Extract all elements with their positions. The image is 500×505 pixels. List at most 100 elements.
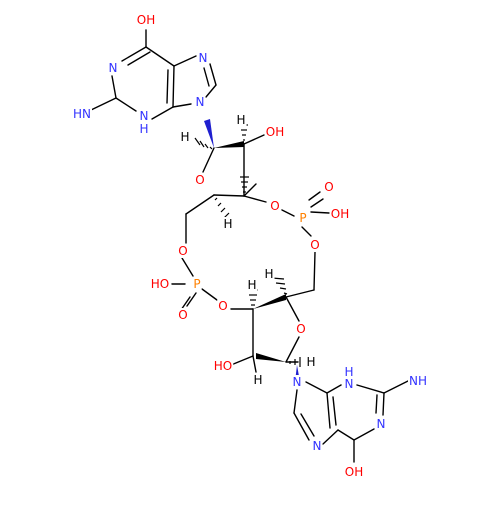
label-halo — [298, 211, 308, 225]
atom-label-layer: OH N N HN N H N H OH H O O O P OH H O O … — [72, 13, 428, 479]
bond — [310, 211, 330, 214]
bond — [383, 380, 409, 394]
atom-label: O — [178, 308, 187, 322]
label-halo — [269, 199, 281, 213]
atom-label: P — [193, 277, 200, 291]
bond — [213, 194, 245, 197]
atom-label: H — [247, 278, 256, 292]
label-halo — [264, 125, 286, 139]
bond — [308, 191, 321, 201]
wedge-bond — [253, 294, 286, 309]
bond — [310, 198, 324, 208]
label-halo — [212, 359, 234, 373]
bond — [337, 429, 355, 441]
hash-bond — [209, 146, 213, 150]
label-halo — [311, 439, 323, 453]
bond — [115, 97, 137, 112]
label-halo — [138, 109, 150, 123]
hash-bond — [283, 292, 288, 295]
bond — [145, 46, 175, 67]
bond — [90, 97, 117, 111]
label-halo — [375, 417, 387, 431]
atom-label: OH — [137, 13, 155, 27]
atom-label: O — [310, 238, 319, 252]
hash-bond — [194, 137, 201, 146]
label-halo — [263, 267, 275, 281]
wedge-bond — [256, 353, 286, 362]
label-halo — [329, 207, 351, 221]
bond — [121, 46, 147, 62]
atom-label: NH — [409, 374, 427, 388]
bond — [313, 251, 316, 291]
atom-label: P — [299, 211, 306, 225]
bond — [293, 389, 298, 414]
bond — [326, 384, 342, 394]
label-halo — [305, 355, 317, 369]
atom-label: HO — [151, 277, 169, 291]
bond — [382, 392, 385, 416]
atom-label: HN — [73, 107, 91, 121]
wedge-layer — [204, 119, 300, 382]
bond — [205, 84, 217, 98]
bond — [230, 355, 254, 366]
atom-label: O — [296, 322, 305, 336]
atom-label: H — [344, 365, 353, 379]
label-halo — [194, 95, 206, 109]
bond — [322, 429, 339, 445]
bond — [111, 75, 117, 99]
label-halo — [177, 308, 189, 322]
bond — [172, 65, 175, 108]
bond — [166, 69, 169, 104]
hash-bond — [217, 202, 222, 207]
label-halo — [291, 375, 303, 389]
bond — [243, 183, 257, 197]
label-halo — [343, 365, 355, 379]
atom-label: N — [377, 417, 386, 431]
bond — [285, 296, 300, 322]
atom-label: H — [253, 373, 262, 387]
bond — [300, 413, 315, 437]
bond — [127, 51, 151, 66]
bond — [173, 55, 197, 67]
atom-label: H — [264, 267, 273, 281]
label-halo — [177, 244, 189, 258]
label-halo — [246, 278, 258, 292]
wedge-bond — [204, 119, 214, 148]
bond — [301, 226, 312, 237]
label-halo — [197, 51, 209, 65]
hash-bond — [214, 197, 218, 201]
bond — [172, 103, 192, 108]
hash-bond — [199, 140, 205, 148]
bond — [293, 412, 310, 441]
atom-label: H — [180, 130, 189, 144]
atom-label: OH — [331, 207, 349, 221]
bond — [181, 257, 194, 277]
bond — [353, 428, 375, 441]
bond — [243, 195, 267, 203]
label-halo — [194, 173, 206, 187]
label-halo — [72, 107, 92, 121]
atom-label: N — [109, 61, 118, 75]
atom-label: N — [140, 109, 149, 123]
bond — [151, 106, 174, 120]
label-halo — [309, 238, 321, 252]
label-halo — [135, 13, 157, 27]
bond — [285, 336, 300, 363]
label-halo — [343, 377, 355, 391]
atom-label: HO — [214, 359, 232, 373]
label-halo — [107, 61, 119, 75]
bond — [243, 134, 265, 145]
label-halo — [295, 322, 307, 336]
atom-label: N — [313, 439, 322, 453]
label-halo — [252, 373, 264, 387]
hash-bond — [275, 282, 286, 285]
bond — [185, 194, 215, 215]
label-halo — [149, 277, 171, 291]
bond — [281, 209, 295, 217]
label-halo — [343, 465, 365, 479]
label-halo — [192, 277, 202, 291]
bond — [332, 396, 337, 426]
bond — [252, 355, 257, 373]
